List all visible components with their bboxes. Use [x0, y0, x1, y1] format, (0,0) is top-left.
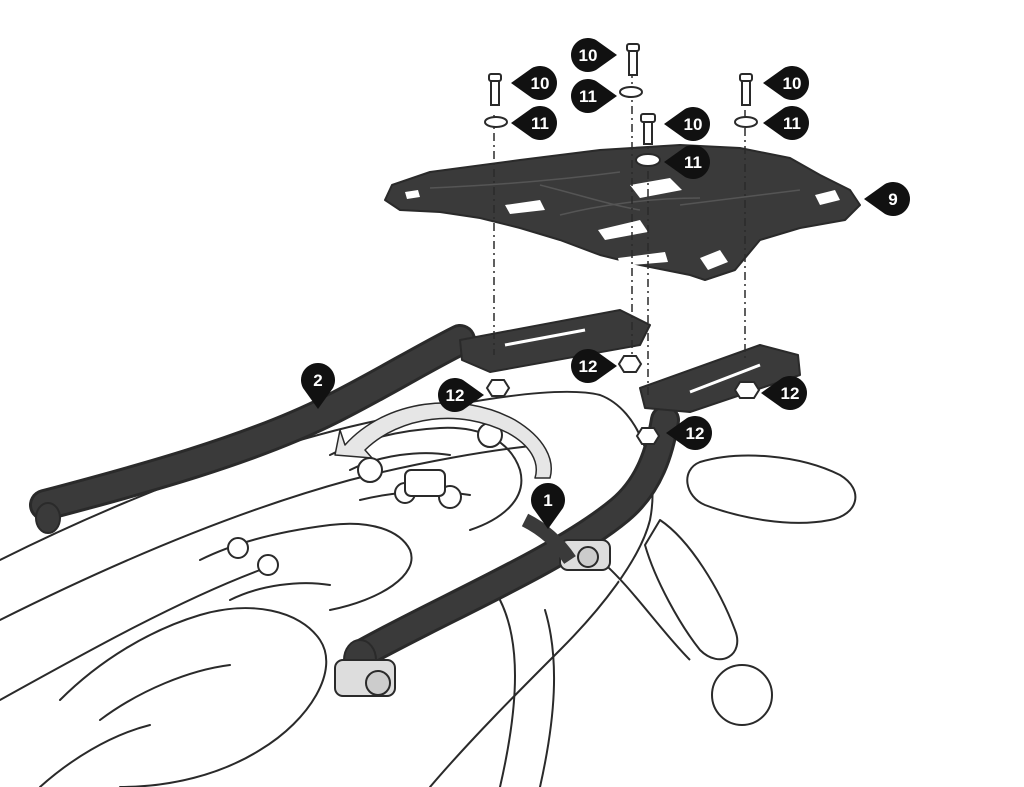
callout-number: 1: [543, 491, 552, 510]
callout-number: 12: [579, 357, 598, 376]
callout-bubble: [571, 349, 617, 384]
callout-11: 11: [571, 79, 617, 114]
callout-bubble: [864, 181, 910, 216]
callout-bubble: [438, 378, 484, 412]
callout-number: 9: [888, 190, 897, 209]
callout-bubble: [301, 363, 336, 409]
callout-bubble: [763, 65, 810, 100]
callout-number: 12: [781, 384, 800, 403]
callout-11: 11: [511, 106, 557, 140]
assembly-guide-lines: [493, 70, 746, 395]
callout-bubble: [571, 79, 617, 114]
callout-number: 11: [579, 87, 597, 106]
callout-2: 2: [301, 363, 336, 409]
callout-bubble: [763, 106, 810, 140]
rail-plate-slots: [504, 328, 761, 394]
callout-12: 12: [571, 349, 617, 384]
callout-bubble: [761, 376, 807, 410]
turn-signal-and-lamp: [599, 454, 857, 726]
callout-10: 10: [763, 65, 810, 100]
rail-mount-plates: [459, 309, 801, 413]
callout-bubble: [664, 107, 710, 141]
callout-number: 11: [531, 114, 549, 133]
nuts: [485, 355, 761, 445]
motorcycle-tail-outline: [0, 390, 654, 787]
callout-bubble: [511, 106, 557, 140]
rack-rails: [29, 324, 680, 697]
callout-10: 10: [571, 38, 617, 73]
callout-number: 10: [579, 46, 598, 65]
callout-12: 12: [761, 376, 807, 410]
bolts: [488, 43, 753, 145]
seat-details: [227, 422, 503, 576]
top-plate: [384, 144, 861, 281]
callout-bubble: [664, 144, 710, 180]
callout-number: 12: [686, 424, 705, 443]
callout-11: 11: [664, 144, 710, 180]
callout-number: 2: [313, 371, 322, 390]
callout-number: 10: [684, 115, 703, 134]
callout-bubble: [666, 415, 712, 451]
callout-11: 11: [763, 106, 810, 140]
washers: [484, 86, 758, 167]
callout-12: 12: [438, 378, 484, 412]
callout-number: 10: [531, 74, 550, 93]
callout-number: 12: [446, 386, 465, 405]
callout-bubble: [511, 65, 557, 100]
callout-number: 11: [684, 153, 702, 172]
rotation-arrow-icon: [334, 402, 552, 479]
callout-1: 1: [531, 483, 565, 529]
callout-bubble: [571, 38, 617, 73]
callout-10: 10: [664, 107, 710, 141]
callout-group: 10 11 10 11 10 11 10 11 9 2 12 12 12 12 1: [301, 38, 910, 529]
callout-number: 10: [783, 74, 802, 93]
callout-12: 12: [666, 415, 712, 451]
callout-9: 9: [864, 181, 910, 216]
callout-bubble: [531, 483, 565, 529]
callout-10: 10: [511, 65, 557, 100]
callout-number: 11: [783, 114, 801, 133]
